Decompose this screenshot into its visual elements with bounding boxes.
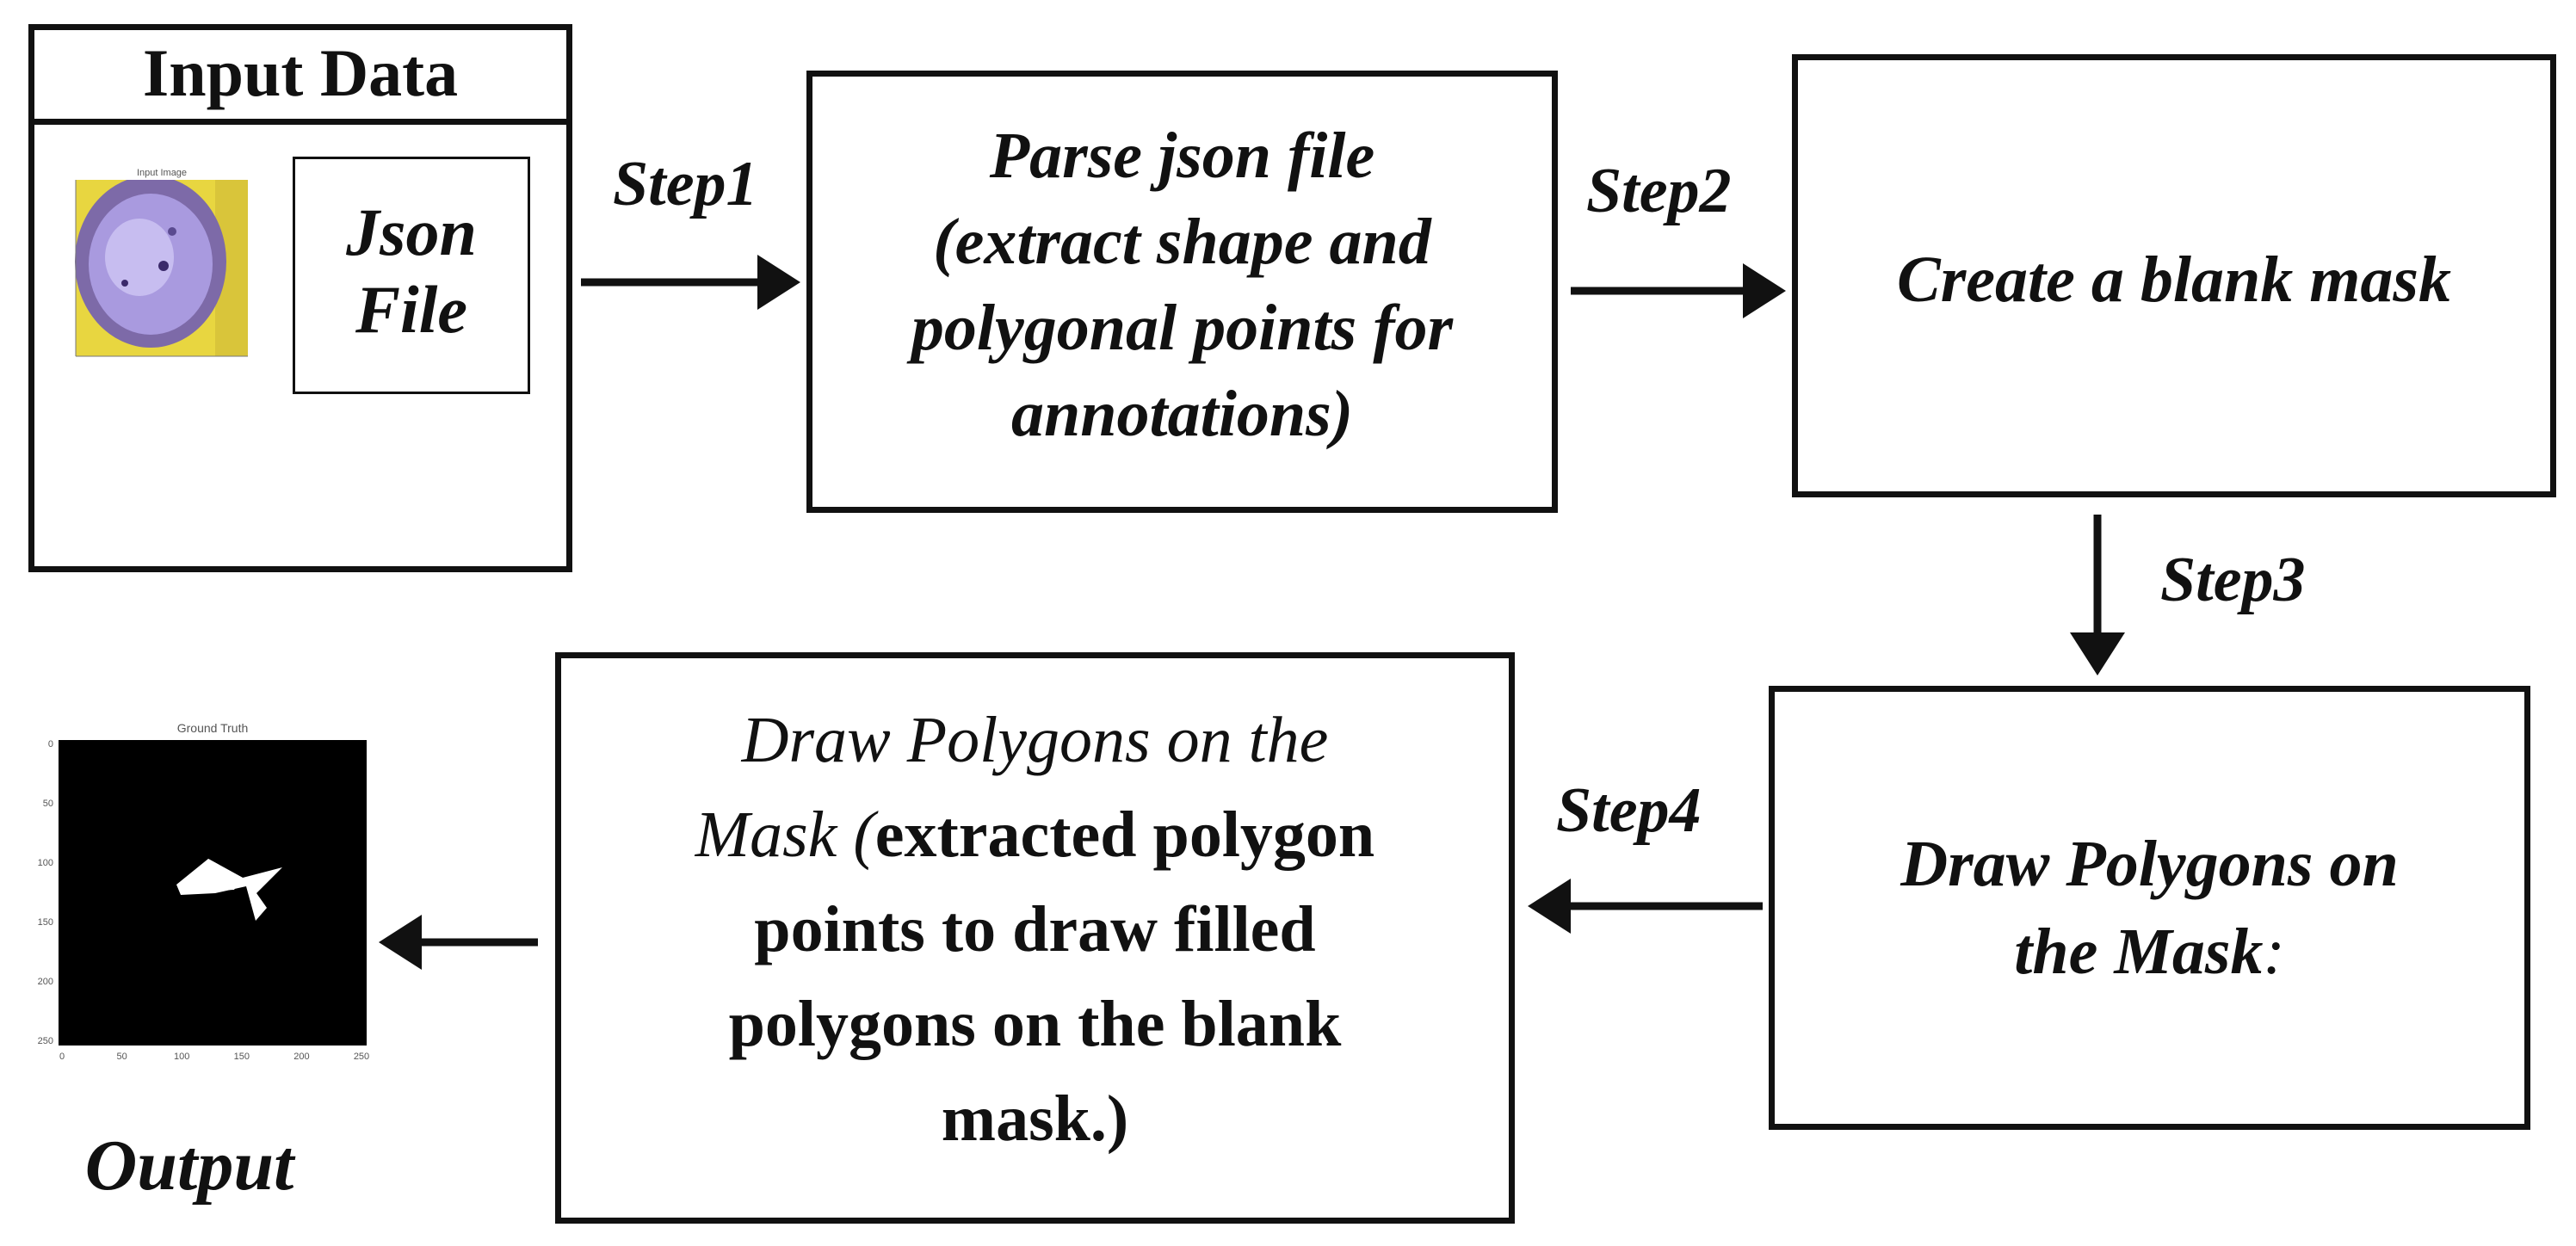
json-file-line1: Json	[346, 194, 477, 269]
draw-polygons-line2: the Mask	[2014, 916, 2264, 988]
output-x-tick: 0	[59, 1052, 65, 1062]
input-image-title: Input Image	[136, 168, 188, 178]
parse-json-line4: annotations)	[1010, 378, 1354, 450]
draw-detail-line1: Draw Polygons on the	[741, 704, 1329, 776]
output-x-tick: 200	[293, 1052, 309, 1062]
step3-label: Step3	[2160, 545, 2306, 615]
input-data-header: Input Data	[34, 30, 566, 125]
output-y-tick: 150	[38, 917, 53, 928]
output-x-tick: 250	[354, 1052, 369, 1062]
parse-json-box: Parse json file (extract shape and polyg…	[806, 71, 1558, 513]
parse-json-line2: (extract shape and	[933, 206, 1431, 278]
draw-polygons-line1: Draw Polygons on	[1900, 828, 2399, 900]
draw-polygons-colon: :	[2263, 916, 2285, 988]
draw-detail-line4: polygons on the blank	[728, 988, 1342, 1060]
json-file-box: Json File	[293, 157, 530, 394]
step4-label: Step4	[1556, 775, 1702, 846]
step2-label: Step2	[1586, 156, 1732, 226]
output-y-tick: 200	[38, 977, 53, 987]
draw-polygons-detail-box: Draw Polygons on the Mask (extracted pol…	[555, 652, 1515, 1224]
input-data-title: Input Data	[142, 35, 459, 110]
input-image-plot: Input Image	[43, 168, 267, 383]
ground-truth-mask: 0 50 100 150 200 250 0 50 100 150 200 250	[38, 740, 369, 1062]
step4-arrow	[1528, 879, 1763, 934]
input-image	[75, 180, 248, 357]
parse-json-line3: polygonal points for	[911, 292, 1454, 364]
parse-json-line1: Parse json file	[989, 120, 1375, 192]
json-file-line2: File	[355, 272, 467, 347]
output-y-tick: 0	[48, 740, 53, 749]
draw-detail-line2-rest: extracted polygon	[874, 799, 1375, 871]
step1-arrow	[581, 255, 800, 310]
output-label: Output	[84, 1126, 294, 1206]
output-x-tick: 150	[234, 1052, 250, 1062]
output-y-tick: 100	[38, 858, 53, 868]
draw-detail-line2-italic: Mask (	[695, 799, 875, 871]
draw-polygons-box: Draw Polygons on the Mask:	[1769, 686, 2530, 1130]
output-plot-title: Ground Truth	[176, 721, 249, 735]
output-y-tick: 50	[43, 799, 53, 809]
output-x-tick: 50	[116, 1052, 127, 1062]
output-y-tick: 250	[38, 1036, 53, 1046]
draw-polygons-line2-wrap: the Mask:	[1775, 909, 2524, 995]
step1-label: Step1	[613, 149, 758, 219]
step2-arrow	[1571, 263, 1786, 318]
output-arrow	[379, 915, 538, 970]
output-x-tick: 100	[174, 1052, 189, 1062]
draw-detail-line2-wrap: Mask (extracted polygon	[561, 787, 1509, 882]
create-blank-mask-label: Create a blank mask	[1897, 244, 2451, 316]
create-blank-mask-box: Create a blank mask	[1792, 54, 2556, 497]
draw-detail-line5: mask.)	[941, 1083, 1129, 1155]
draw-detail-line3: points to draw filled	[754, 893, 1316, 965]
step3-arrow	[2070, 515, 2125, 675]
output-plot: Ground Truth 0 50 100 150 200 250 0 50 100 150 20…	[9, 714, 370, 1093]
